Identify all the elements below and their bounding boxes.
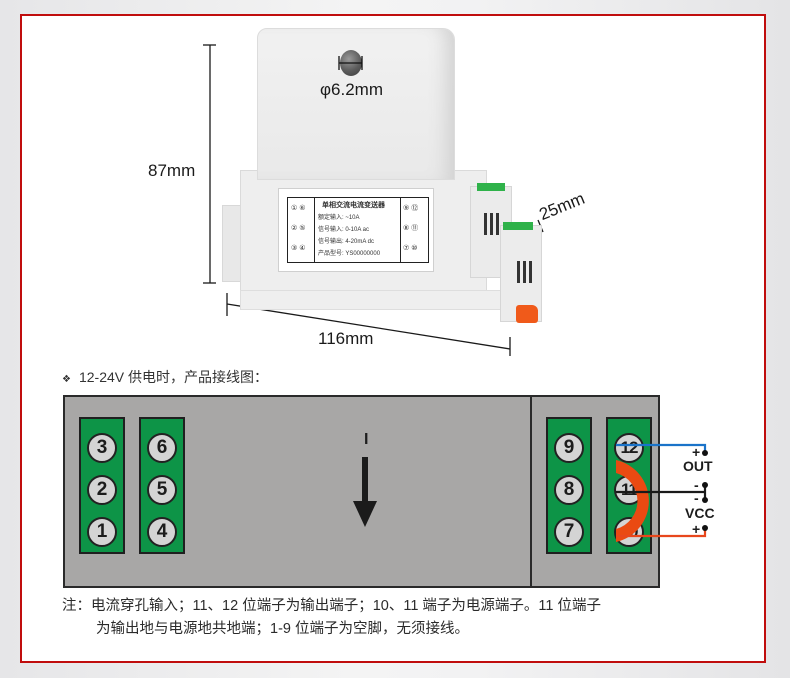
power-coil-icon [616,460,649,542]
out-plus-node [702,450,708,456]
height-dimension-label: 87mm [148,161,196,180]
terminal-slot [496,213,499,235]
out-plus-sign: + [692,444,701,460]
label-terminals: ② ⑤ [291,225,306,232]
vcc-minus-node [702,497,708,503]
current-label: I [364,431,369,448]
vcc-plus-node [702,525,708,531]
terminal-slot [517,261,520,283]
din-rail-foot [240,290,502,310]
terminal-2: 2 [87,475,117,505]
label-title: 单相交流电流变送器 [322,202,385,209]
width-dimension-label: 116mm [318,329,374,348]
vcc-minus-sign: - [694,490,699,506]
terminal-6: 6 [147,433,177,463]
label-right-cell: ⑨ ⑫ ⑧ ⑪ ⑦ ⑩ [400,198,429,262]
note-line-1: 注：电流穿孔输入；11、12 位端子为输出端子；10、11 端子为电源端子。11… [62,598,601,614]
left-terminal-panel: 3 2 1 6 5 4 [63,395,203,588]
out-minus-node [702,482,708,488]
wiring-caption: ❖ 12-24V 供电时，产品接线图： [62,367,268,387]
terminal-slot [490,213,493,235]
label-line: 产品型号: YS00000000 [318,251,381,257]
label-line: 额定输入: ~10A [318,215,360,221]
current-direction-arrow-icon [353,457,377,527]
label-border: ① ⑥ ② ⑤ ③ ④ 单相交流电流变送器 额定输入: ~10A 信号输入: 0… [287,197,429,263]
terminal-3: 3 [87,433,117,463]
terminal-slot [529,261,532,283]
out-minus-sign: - [694,477,699,493]
terminal-strip-4-6: 6 5 4 [139,417,185,554]
vcc-label: VCC [685,505,715,521]
note-line-2: 为输出地与电源地共地端；1-9 位端子为空脚，无须接线。 [96,621,469,637]
terminal-7: 7 [554,517,584,547]
din-release-tab [516,305,538,323]
terminal-slot [484,213,487,235]
wiring-diagram: 3 2 1 6 5 4 I 9 8 7 12 11 10 [42,380,694,588]
width-dim-line [226,303,511,350]
caption-text: 12-24V 供电时，产品接线图： [78,369,269,385]
terminal-4: 4 [147,517,177,547]
label-line: 信号输出: 4-20mA dc [318,239,375,245]
output-wiring [616,443,708,542]
out-label: OUT [683,458,713,474]
terminal-strip-1-3: 3 2 1 [79,417,125,554]
terminal-9: 9 [554,433,584,463]
label-terminals: ① ⑥ [291,205,306,212]
terminal-5: 5 [147,475,177,505]
label-terminals: ⑦ ⑩ [403,245,418,252]
bullet-icon: ❖ [62,374,71,385]
terminal-slot [523,261,526,283]
green-terminal-block [503,222,533,230]
label-line: 信号输入: 0-10A ac [318,227,370,233]
hole-diameter-label: φ6.2mm [320,80,383,99]
label-terminals: ⑨ ⑫ [403,205,419,212]
label-terminals: ③ ④ [291,245,306,252]
label-terminals: ⑧ ⑪ [403,225,419,232]
label-left-cell: ① ⑥ ② ⑤ ③ ④ [288,198,315,262]
green-terminal-block [477,183,505,191]
terminal-12: 12 [614,433,644,463]
terminal-1: 1 [87,517,117,547]
vcc-plus-sign: + [692,521,701,537]
center-sensing-panel: I [201,395,532,588]
terminal-strip-7-9: 9 8 7 [546,417,592,554]
terminal-8: 8 [554,475,584,505]
hole-dimension-marker [338,56,363,70]
product-label: ① ⑥ ② ⑤ ③ ④ 单相交流电流变送器 额定输入: ~10A 信号输入: 0… [278,188,434,272]
